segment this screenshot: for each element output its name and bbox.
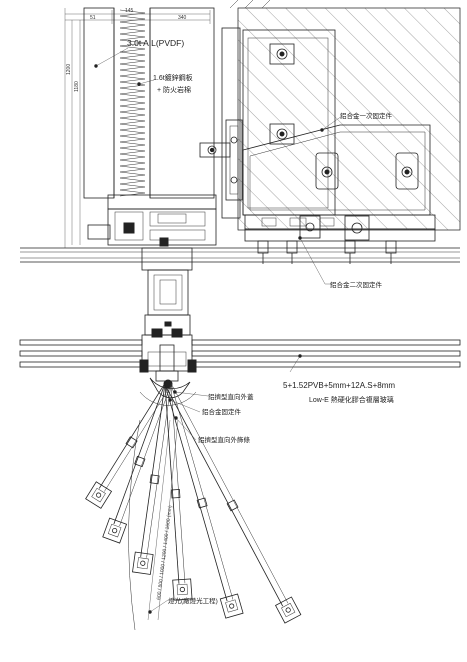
lighting-label: 燈光(廠燈光工程) [168, 596, 218, 605]
fin-blade [164, 384, 228, 602]
spandrel-transom [87, 194, 217, 247]
fin-fixing-callout: 鋁合金固定件 [168, 398, 242, 416]
fin-body-callout: 鋁擠型直向外飾條 [174, 416, 251, 444]
lighting-callout: 燈光(廠燈光工程) [148, 596, 218, 614]
mullion [141, 247, 193, 338]
insulated-glass-left [19, 339, 143, 368]
spandrel-panel [83, 7, 215, 199]
rotating-fins [85, 382, 302, 631]
secondary-bracket-label: 鋁合金二次固定件 [330, 280, 383, 289]
fin-end-profile [85, 481, 113, 509]
fin-blade-edge [170, 383, 234, 600]
fin-fixing-label: 鋁合金固定件 [202, 407, 242, 416]
primary-bracket-callout: 鋁合金一次固定件 [320, 111, 393, 132]
fin-blade [140, 383, 166, 557]
slot-bolt [395, 152, 419, 190]
fin-mid-clip [226, 499, 239, 512]
insulation-callout: 1.6t鍍鋅鋼板 + 防火岩棉 [137, 73, 193, 94]
fin-pivot-hub [139, 377, 197, 406]
pressure-plate [139, 334, 197, 382]
fin-dimension-label: 600 / 800 / 1000 / 1200 / 1400 / 1600 (m… [156, 505, 174, 600]
dimension-lines-left: 1200 1180 [66, 20, 81, 245]
fin-blade-edge [104, 385, 171, 492]
fin-cover-label: 鋁擠型直向外蓋 [208, 392, 254, 401]
insulation-label-1: 1.6t鍍鋅鋼板 [153, 73, 193, 82]
fin-blade [164, 384, 180, 584]
panel-material-callout: 3.0t A.L(PVDF) [94, 38, 184, 68]
fin-blade [164, 385, 284, 607]
primary-bracket-label: 鋁合金一次固定件 [340, 111, 393, 120]
fin-blade-edge [170, 383, 186, 584]
panel-material-label: 3.0t A.L(PVDF) [127, 38, 184, 48]
anchor-bolt [269, 123, 295, 145]
side-clip-angle [199, 119, 243, 201]
dimension-label: 51 [90, 15, 96, 21]
secondary-bracket-callout: 鋁合金二次固定件 [298, 236, 383, 289]
dimension-label: 340 [178, 15, 187, 21]
insulation-label-2: + 防火岩棉 [157, 85, 191, 94]
fin-end-profile [219, 593, 244, 619]
fin-end-profile [132, 551, 154, 575]
fin-blade-edge [170, 382, 289, 604]
glass-spec-callout: 5+1.52PVB+5mm+12A.S+8mm Low-E 熱硬化膠合複層玻璃 [283, 354, 395, 404]
dimension-label: 1200 [66, 64, 72, 75]
concrete-slab [221, 0, 461, 231]
fin-body-label: 鋁擠型直向外飾條 [198, 435, 251, 444]
secondary-bracket [244, 214, 436, 264]
fin-blade-edge [119, 384, 172, 527]
slot-bolt [315, 152, 339, 190]
fin-end-profile [275, 596, 302, 624]
fin-mid-clip [196, 497, 208, 509]
fin-sweep-arc [128, 419, 141, 631]
fin-end-profile [102, 517, 128, 544]
fin-end-profile [172, 578, 193, 601]
glass-spec-label-1: 5+1.52PVB+5mm+12A.S+8mm [283, 381, 395, 390]
floor-line [20, 247, 460, 263]
insulated-glass-right [191, 339, 461, 368]
fin-mid-clip [149, 474, 160, 485]
fin-blade [98, 382, 166, 489]
fin-mid-clip [134, 455, 146, 468]
fin-cover-callout: 鋁擠型直向外蓋 [173, 390, 254, 401]
anchor-bolt [269, 43, 295, 65]
fin-blade [113, 382, 166, 525]
dimension-label: 1180 [74, 81, 80, 92]
insulation-fill [119, 9, 146, 197]
fin-mid-clip [125, 436, 138, 449]
glass-spec-label-2: Low-E 熱硬化膠合複層玻璃 [309, 395, 394, 404]
fin-mid-clip [170, 489, 181, 499]
